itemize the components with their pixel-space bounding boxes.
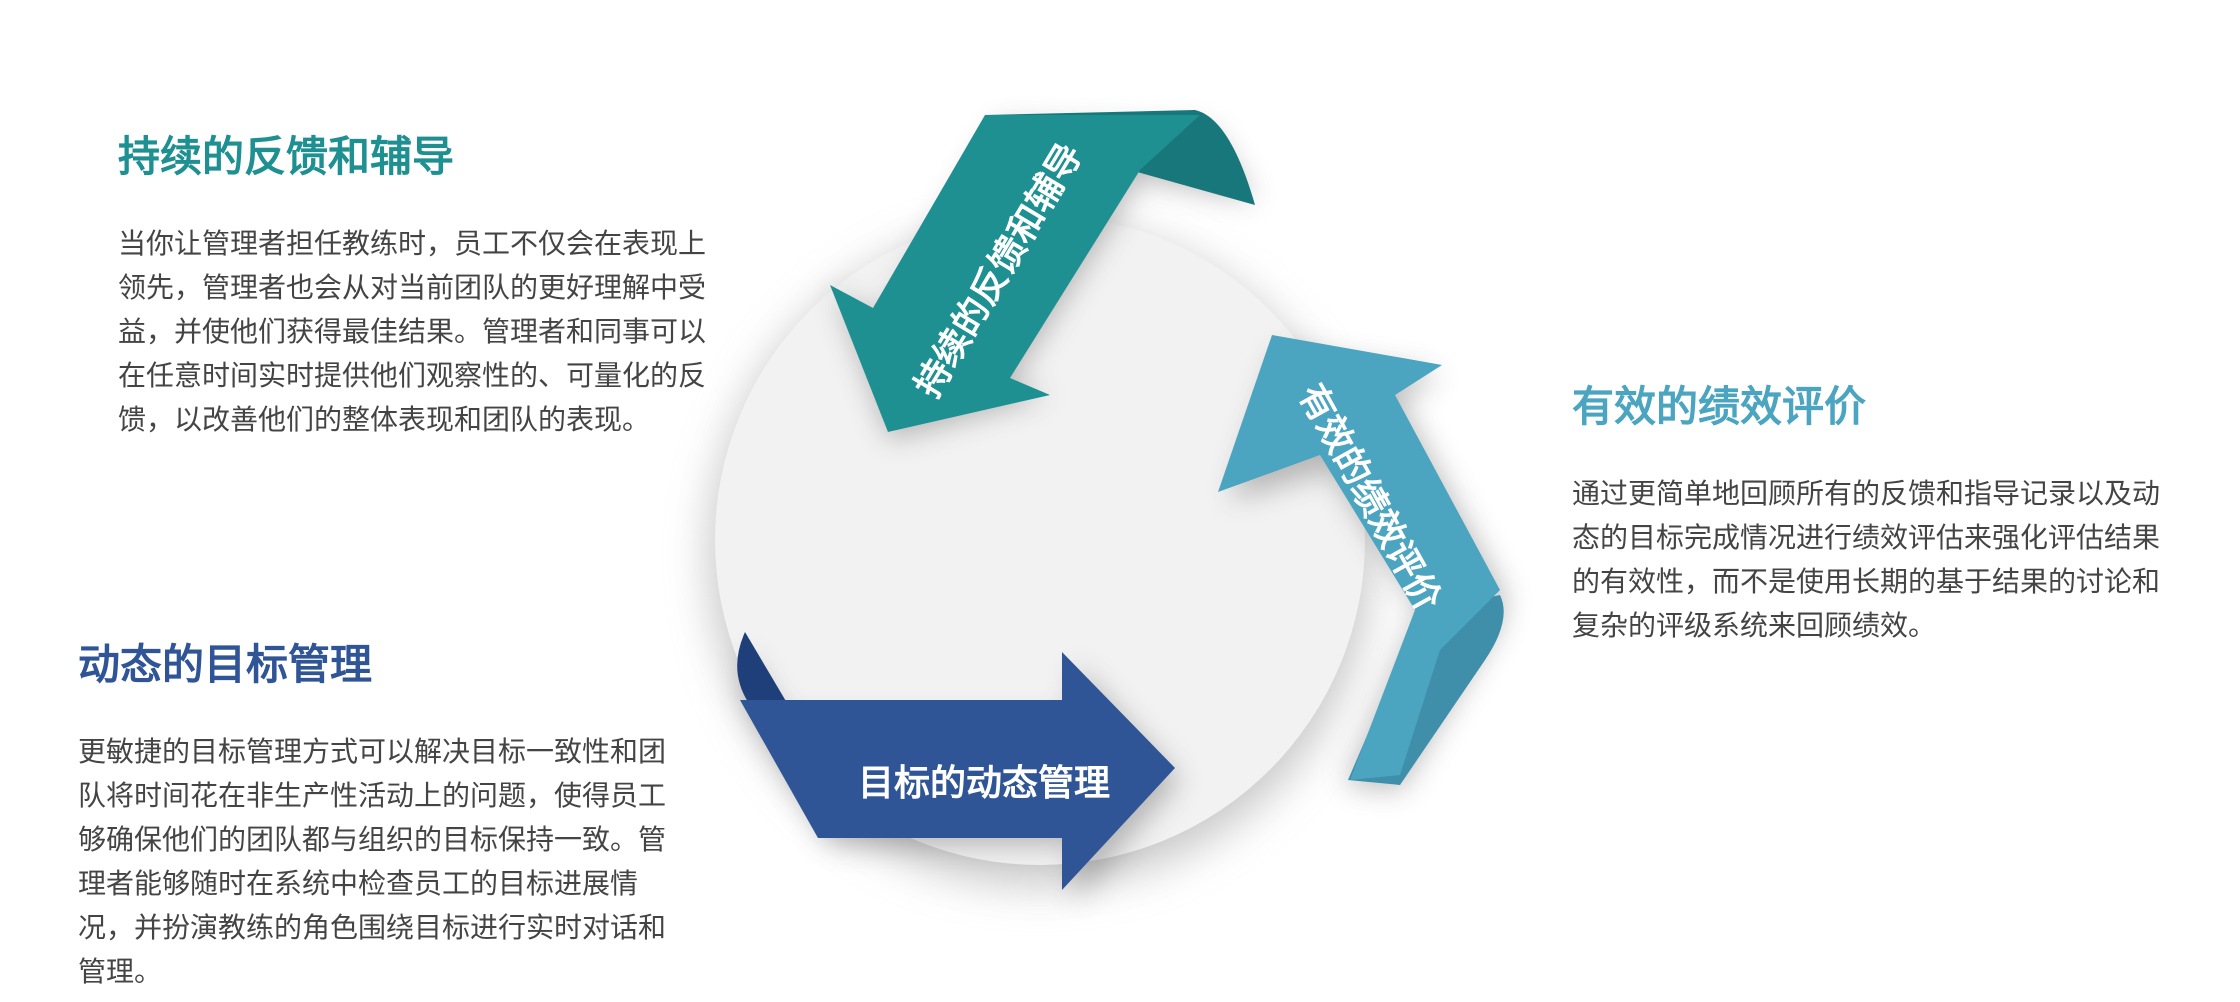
- feedback-section: 持续的反馈和辅导 当你让管理者担任教练时，员工不仅会在表现上领先，管理者也会从对…: [118, 132, 718, 442]
- goal-title: 动态的目标管理: [78, 640, 373, 689]
- feedback-body: 当你让管理者担任教练时，员工不仅会在表现上领先，管理者也会从对当前团队的更好理解…: [118, 227, 707, 437]
- goal-section: 动态的目标管理 更敏捷的目标管理方式可以解决目标一致性和团队将时间花在非生产性活…: [78, 640, 688, 994]
- evaluation-body: 通过更简单地回顾所有的反馈和指导记录以及动态的目标完成情况进行绩效评估来强化评估…: [1572, 477, 2161, 643]
- evaluation-title: 有效的绩效评价: [1572, 382, 1867, 431]
- evaluation-section: 有效的绩效评价 通过更简单地回顾所有的反馈和指导记录以及动态的目标完成情况进行绩…: [1572, 382, 2172, 648]
- goal-body: 更敏捷的目标管理方式可以解决目标一致性和团队将时间花在非生产性活动上的问题，使得…: [78, 735, 667, 989]
- goal-arrow-label: 目标的动态管理: [858, 763, 1110, 804]
- feedback-arrow: [830, 115, 1200, 432]
- goal-arrow: [740, 652, 1175, 890]
- feedback-title: 持续的反馈和辅导: [118, 132, 455, 181]
- evaluation-arrow: [1218, 335, 1500, 780]
